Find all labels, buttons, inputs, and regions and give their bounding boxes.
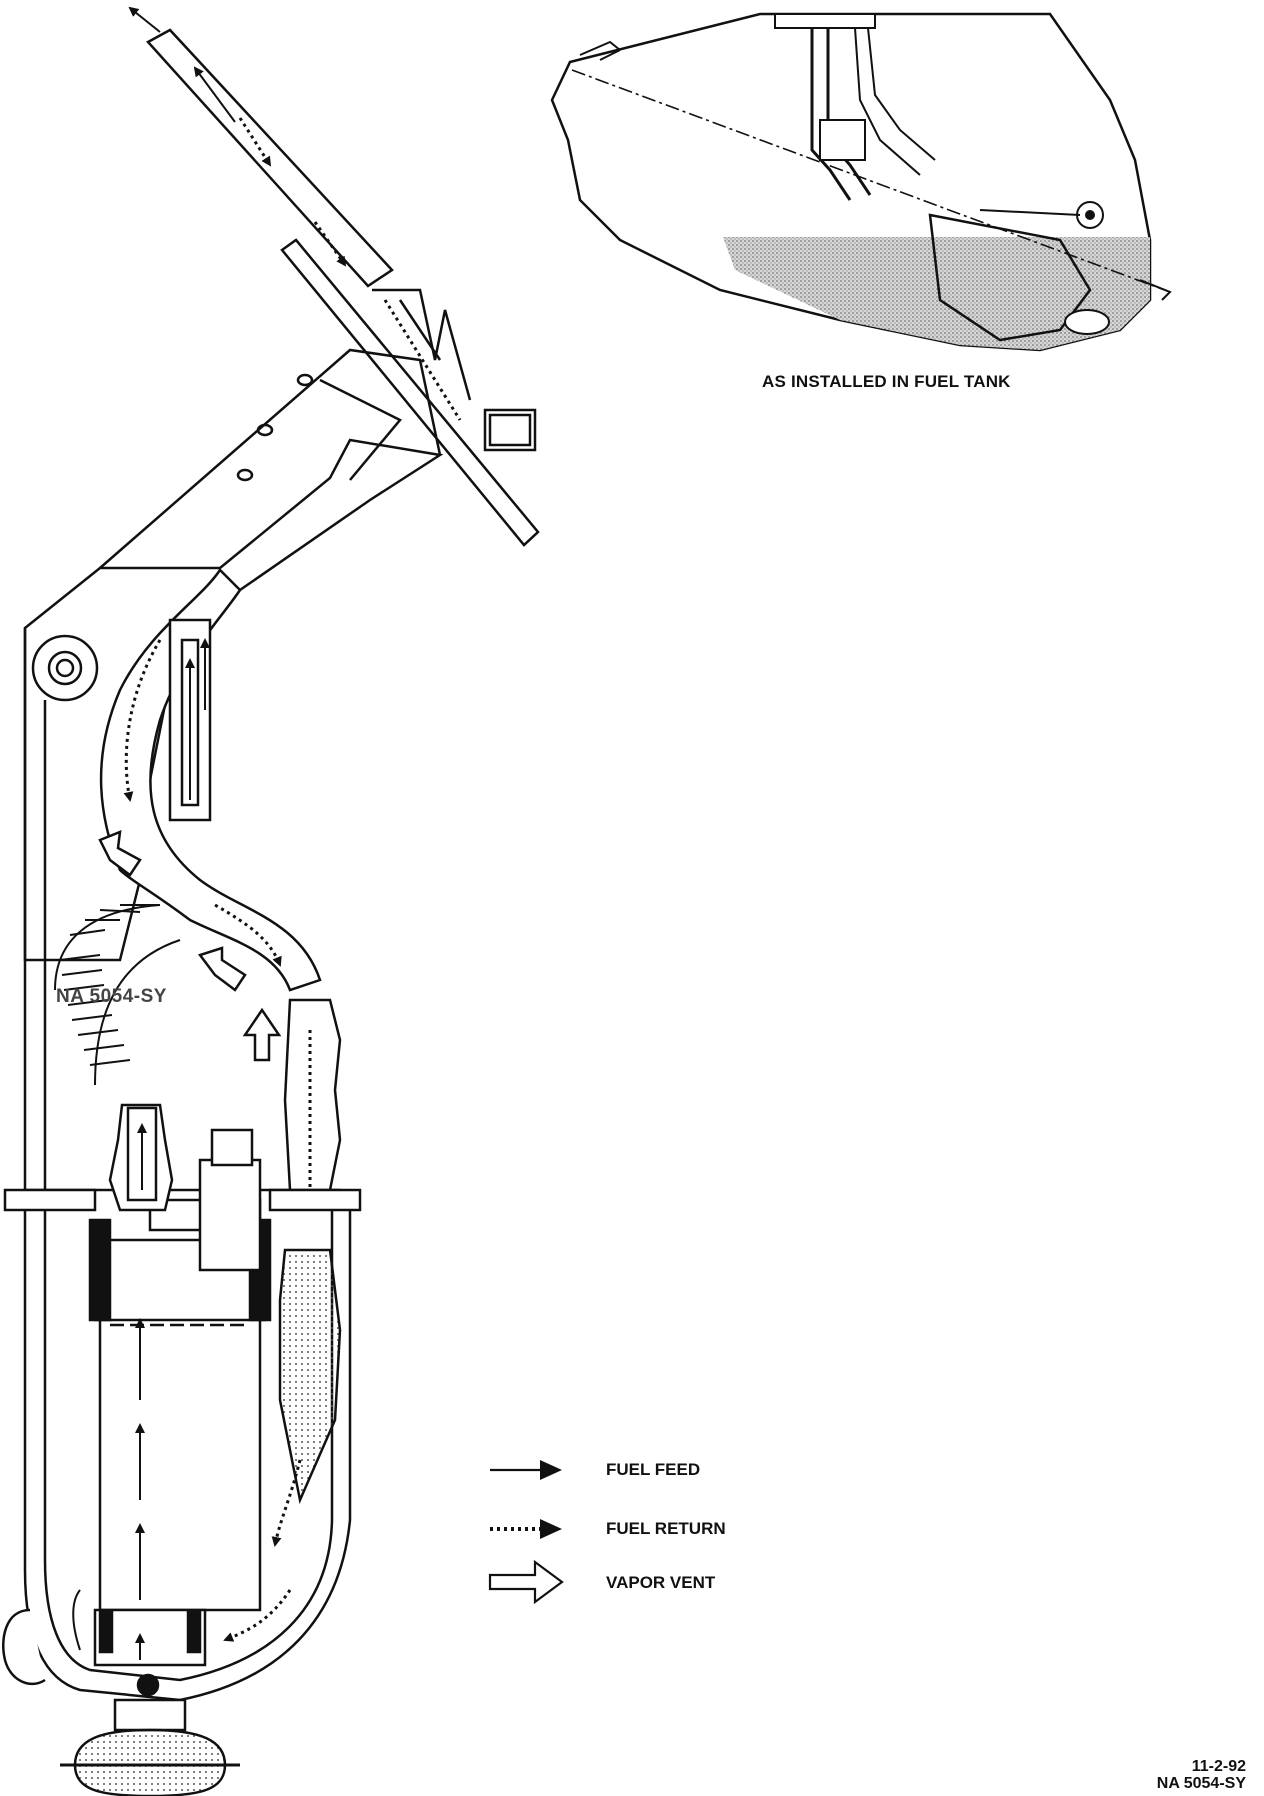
legend-return-symbol <box>490 1519 562 1539</box>
ghost-figure-id: NA 5054-SY <box>56 986 167 1007</box>
fuel-strainer <box>73 1728 227 1796</box>
electrical-connector <box>198 1158 262 1272</box>
figure-id: NA 5054-SY <box>1156 1775 1246 1792</box>
legend-vent-symbol <box>488 1559 564 1605</box>
inset-tank-view <box>550 12 1172 352</box>
inset-caption: AS INSTALLED IN FUEL TANK <box>762 372 1011 391</box>
bracket-body <box>23 438 444 962</box>
s-hose-outer <box>99 568 322 992</box>
legend-vent-label: VAPOR VENT <box>606 1573 716 1592</box>
mount-flange <box>280 238 540 547</box>
upper-tube <box>146 28 394 288</box>
figure-stamp: 11-2-92 NA 5054-SY <box>1157 1758 1246 1792</box>
jet-pump-region <box>278 1248 342 1505</box>
main-pump-assembly <box>2 6 540 1796</box>
vent-arrow-1 <box>98 830 142 877</box>
legend-return-label: FUEL RETURN <box>606 1519 726 1538</box>
corrugated-hose <box>54 904 181 1086</box>
vent-arrow-2 <box>197 946 247 992</box>
pump-motor <box>98 1238 262 1612</box>
legend-symbols <box>488 1460 564 1605</box>
fuel-level <box>723 237 1150 350</box>
legend-feed-label: FUEL FEED <box>606 1460 701 1479</box>
legend-feed-symbol <box>490 1460 562 1480</box>
date-stamp: 11-2-92 <box>1191 1758 1246 1775</box>
vent-arrow-3 <box>242 1007 282 1062</box>
